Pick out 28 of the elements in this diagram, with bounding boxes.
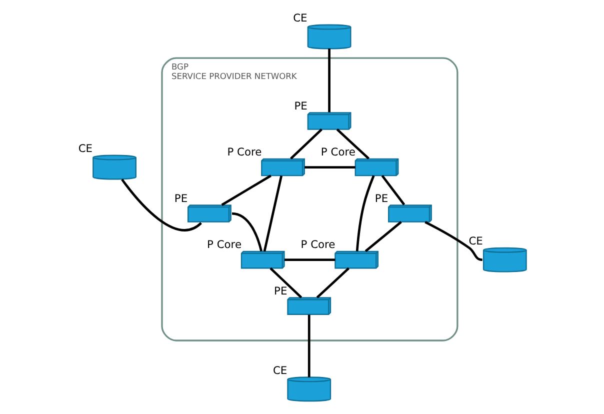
node-label: P Core (207, 238, 242, 252)
connector (304, 166, 356, 168)
node-label: CE (468, 234, 483, 248)
connector (381, 174, 406, 206)
connector (316, 267, 350, 298)
node-label: CE (293, 12, 308, 25)
connector (284, 258, 336, 261)
connector (290, 128, 322, 160)
node-label: PE (294, 99, 308, 112)
connector (270, 267, 302, 298)
node-label: P Core (227, 146, 262, 159)
node-label: PE (374, 192, 388, 205)
node-label: PE (174, 192, 188, 205)
node-label: CE (272, 364, 288, 377)
node-label: P Core (320, 146, 356, 159)
connector (336, 128, 370, 160)
connector (424, 220, 482, 261)
connector (364, 221, 402, 252)
node-label: PE (274, 284, 288, 298)
connector (232, 212, 262, 252)
node-label: P Core (300, 238, 336, 252)
connector (263, 176, 283, 252)
node-label: CE (78, 142, 93, 156)
connector (308, 314, 310, 378)
connector (328, 48, 330, 112)
connector (356, 175, 375, 252)
connector (121, 178, 202, 232)
connector (221, 174, 272, 206)
